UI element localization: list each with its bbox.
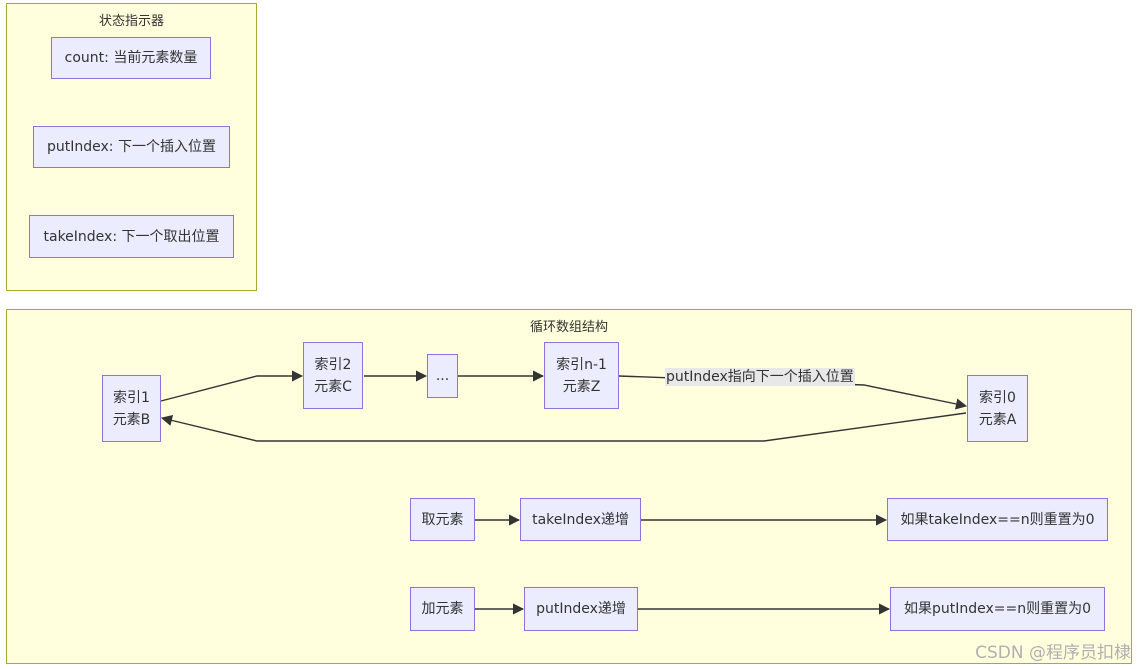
take-end-label: 如果takeIndex==n则重置为0 <box>900 511 1095 528</box>
watermark: CSDN @程序员扣棣 <box>975 643 1131 663</box>
array-index-1-line2: 元素B <box>112 411 151 428</box>
array-index-0-node: 索引0 元素A <box>967 375 1028 442</box>
array-index-0-line1: 索引0 <box>979 389 1016 406</box>
array-index-n-1-node: 索引n-1 元素Z <box>544 342 619 409</box>
array-index-1-node: 索引1 元素B <box>102 375 161 442</box>
array-cluster-title: 循环数组结构 <box>529 320 608 335</box>
take-start-node: 取元素 <box>410 498 475 541</box>
take-step-label: takeIndex递增 <box>532 511 629 528</box>
array-index-1-line1: 索引1 <box>113 389 150 406</box>
take-step-node: takeIndex递增 <box>520 498 641 541</box>
count-node-label: count: 当前元素数量 <box>64 50 198 66</box>
put-end-node: 如果putIndex==n则重置为0 <box>890 587 1105 631</box>
array-index-2-node: 索引2 元素C <box>303 342 363 409</box>
edge-idx0-to-idx1 <box>160 412 967 442</box>
put-start-node: 加元素 <box>410 587 475 631</box>
array-index-n-1-line2: 元素Z <box>562 378 601 395</box>
take-index-node: takeIndex: 下一个取出位置 <box>29 215 234 258</box>
array-index-2-line2: 元素C <box>314 378 352 395</box>
put-end-label: 如果putIndex==n则重置为0 <box>903 601 1092 617</box>
put-pointer-edge-label: putIndex指向下一个插入位置 <box>665 368 855 386</box>
array-ellipsis-label: ... <box>435 368 450 384</box>
status-cluster-title: 状态指示器 <box>98 14 164 29</box>
array-index-n-1-line1: 索引n-1 <box>556 356 607 373</box>
take-end-node: 如果takeIndex==n则重置为0 <box>887 498 1108 541</box>
array-ellipsis-node: ... <box>427 354 458 398</box>
put-start-label: 加元素 <box>421 601 464 617</box>
put-index-node-label: putIndex: 下一个插入位置 <box>47 139 216 155</box>
array-index-0-line2: 元素A <box>978 411 1017 428</box>
take-index-node-label: takeIndex: 下一个取出位置 <box>43 228 220 245</box>
put-index-node: putIndex: 下一个插入位置 <box>33 126 230 168</box>
put-step-label: putIndex递增 <box>536 601 626 617</box>
count-node: count: 当前元素数量 <box>51 37 211 79</box>
edge-idx1-to-idx2 <box>160 370 304 402</box>
array-index-2-line1: 索引2 <box>314 356 352 373</box>
put-step-node: putIndex递增 <box>524 587 638 631</box>
take-start-label: 取元素 <box>421 511 464 528</box>
